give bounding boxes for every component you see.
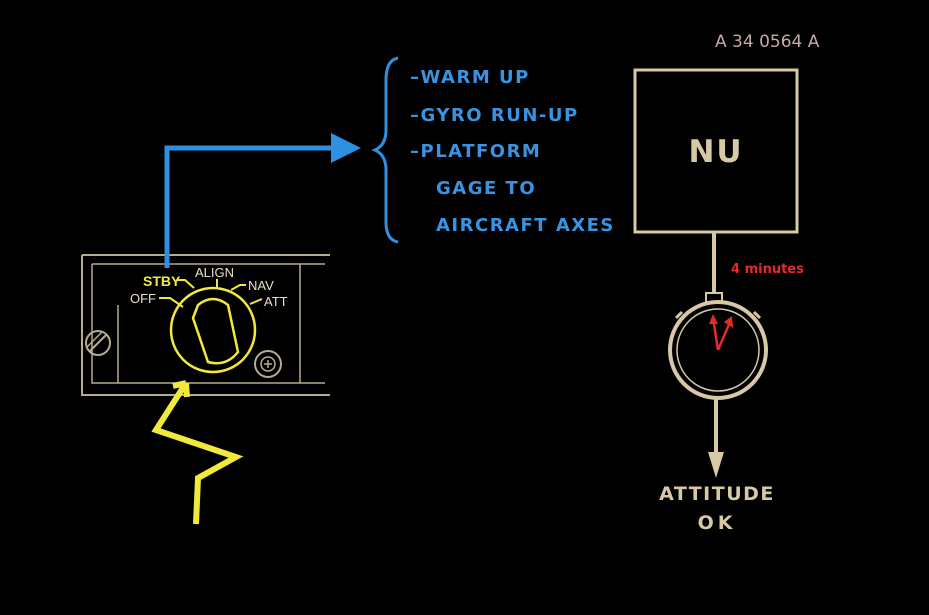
steps-list: –WARM UP –GYRO RUN-UP –PLATFORM GAGE TO … bbox=[410, 67, 615, 236]
screw-icon bbox=[85, 330, 111, 356]
figure-id: A 34 0564 A bbox=[715, 32, 820, 52]
arrow-down-icon bbox=[708, 398, 724, 478]
position-off-label: OFF bbox=[130, 291, 156, 306]
nu-label: NU bbox=[688, 134, 743, 170]
position-stby-label: STBY bbox=[143, 273, 181, 289]
step-warm-up: –WARM UP bbox=[410, 67, 530, 88]
timer-label: 4 minutes bbox=[731, 262, 804, 277]
arrow-right-icon bbox=[164, 133, 361, 268]
mode-selector-knob[interactable] bbox=[169, 286, 257, 374]
result-attitude: ATTITUDE bbox=[659, 483, 775, 505]
stopwatch-icon bbox=[668, 292, 768, 400]
lightning-icon bbox=[151, 381, 244, 525]
step-platform: –PLATFORM bbox=[410, 141, 541, 162]
position-att-label: ATT bbox=[264, 294, 288, 309]
mode-selector-panel: OFF STBY ALIGN NAV ATT bbox=[81, 254, 330, 396]
plus-screw-icon bbox=[254, 350, 282, 378]
position-nav-label: NAV bbox=[248, 278, 274, 293]
result-ok: OK bbox=[698, 512, 737, 534]
step-gyro-run-up: –GYRO RUN-UP bbox=[410, 105, 579, 126]
step-gage-to: GAGE TO bbox=[436, 178, 536, 199]
brace-icon bbox=[371, 56, 399, 244]
position-align-label: ALIGN bbox=[195, 265, 234, 280]
step-aircraft-axes: AIRCRAFT AXES bbox=[436, 215, 615, 236]
nu-box: NU bbox=[633, 68, 799, 234]
